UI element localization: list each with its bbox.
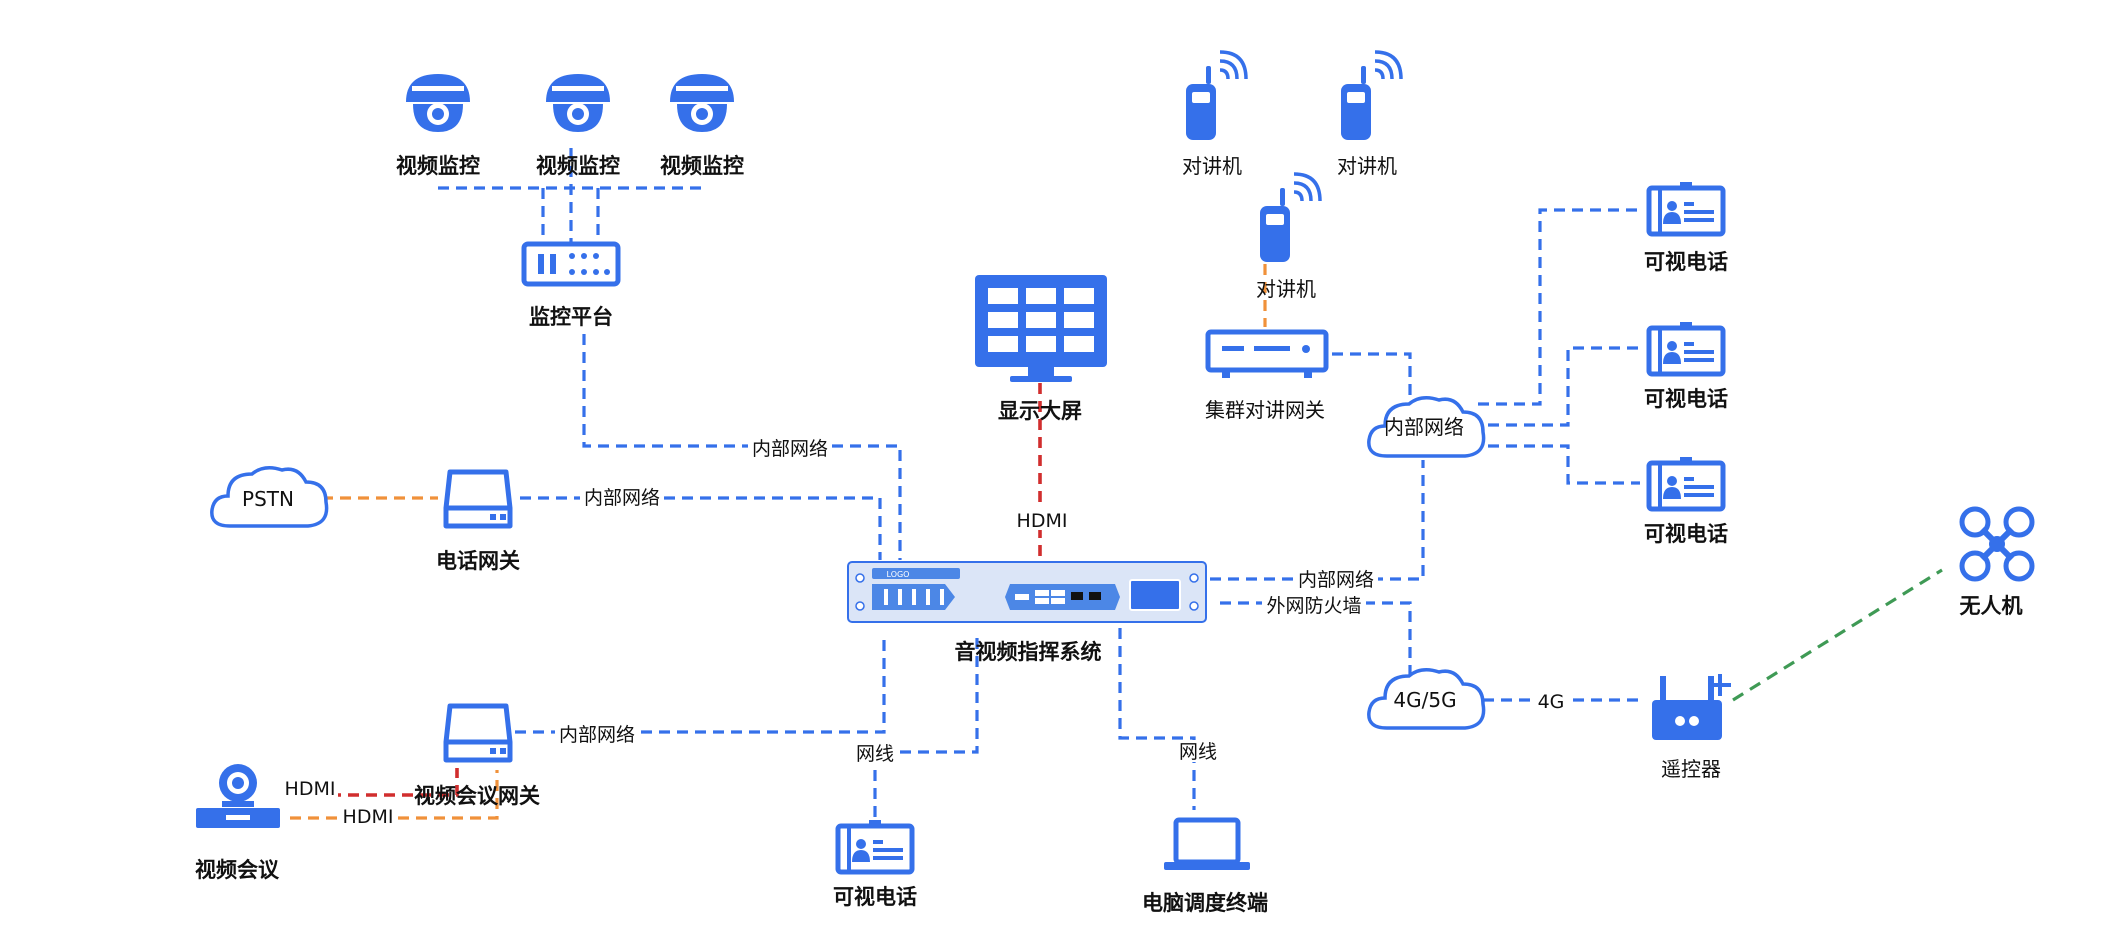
cloud-to-vphone2-line bbox=[1488, 346, 1640, 427]
cloud-to-vphone1-line bbox=[1478, 208, 1640, 406]
node-label-vphone2: 可视电话 bbox=[1644, 387, 1728, 411]
edge-label-vc-core: 内部网络 bbox=[559, 724, 635, 746]
node-label-radio3: 对讲机 bbox=[1256, 277, 1316, 301]
node-label-vphone3: 可视电话 bbox=[1644, 522, 1728, 546]
edge-label-vphone-line: 网线 bbox=[856, 743, 894, 765]
edge-label-platform-core: 内部网络 bbox=[752, 438, 828, 460]
node-label-4g5g: 4G/5G bbox=[1393, 688, 1456, 712]
video-phone-icon bbox=[1649, 322, 1723, 374]
walkie-talkie-icon bbox=[1258, 172, 1322, 264]
node-labels: 视频监控 视频监控 视频监控 监控平台 对讲机 对讲机 对讲机 集群对讲网关 显… bbox=[195, 154, 2023, 915]
walkie-talkie-icon bbox=[1339, 50, 1403, 142]
node-label-radio2: 对讲机 bbox=[1337, 154, 1397, 178]
edge-label-core-internal: 内部网络 bbox=[1298, 569, 1374, 591]
camera-icon bbox=[546, 74, 610, 132]
remote-to-drone-line bbox=[1732, 568, 1943, 702]
node-label-vc: 视频会议 bbox=[195, 858, 280, 882]
node-label-drone: 无人机 bbox=[1960, 594, 2023, 618]
node-label-display: 显示大屏 bbox=[998, 399, 1082, 423]
remote-controller-icon bbox=[1652, 674, 1731, 740]
device-logo-text: LOGO bbox=[887, 570, 910, 579]
video-phone-icon bbox=[1649, 457, 1723, 509]
drone-icon bbox=[1959, 506, 2035, 582]
node-label-pstn: PSTN bbox=[242, 487, 294, 511]
platform-to-core-line bbox=[582, 334, 902, 560]
vc-gateway-icon bbox=[446, 706, 510, 760]
node-label-remote: 遥控器 bbox=[1661, 757, 1721, 781]
node-label-vphone1: 可视电话 bbox=[1644, 250, 1728, 274]
edge-label-pc-line: 网线 bbox=[1179, 741, 1217, 763]
node-label-cam1: 视频监控 bbox=[396, 154, 480, 178]
switch-icon bbox=[521, 241, 621, 287]
vc-hdmi-red-line bbox=[330, 768, 459, 797]
core-to-vphone-line bbox=[873, 638, 979, 822]
edge-labels: 内部网络 内部网络 HDMI 内部网络 外网防火墙 内部网络 网线 网线 4G … bbox=[282, 436, 1568, 828]
core-to-cloud-line bbox=[1210, 460, 1425, 581]
display-wall-icon bbox=[975, 275, 1107, 382]
node-label-radio-gateway: 集群对讲网关 bbox=[1205, 398, 1325, 422]
node-label-vphone-bottom: 可视电话 bbox=[833, 885, 917, 909]
edge-label-vc-hdmi-1: HDMI bbox=[285, 778, 336, 800]
node-label-pc: 电脑调度终端 bbox=[1142, 891, 1268, 915]
command-system-device bbox=[847, 561, 1207, 623]
vc-hdmi-orange-line bbox=[290, 770, 499, 820]
radio-gateway-to-cloud-line bbox=[1332, 352, 1412, 400]
radio-gateway-icon bbox=[1205, 329, 1329, 378]
edge-label-vc-hdmi-2: HDMI bbox=[343, 806, 394, 828]
video-phone-icon bbox=[1649, 182, 1723, 234]
node-label-core: 音视频指挥系统 bbox=[955, 640, 1102, 664]
edge-label-display-core: HDMI bbox=[1017, 510, 1068, 532]
node-label-radio1: 对讲机 bbox=[1182, 154, 1242, 178]
node-label-cam3: 视频监控 bbox=[660, 154, 744, 178]
walkie-talkie-icon bbox=[1184, 50, 1248, 142]
node-label-cam2: 视频监控 bbox=[536, 154, 620, 178]
node-label-internal-cloud: 内部网络 bbox=[1384, 415, 1464, 439]
core-to-pc-line bbox=[1118, 628, 1196, 810]
conference-camera-icon bbox=[196, 764, 280, 828]
camera-icon bbox=[406, 74, 470, 132]
phone-gateway-to-core-line bbox=[520, 496, 882, 560]
node-label-phone-gateway: 电话网关 bbox=[436, 549, 520, 573]
phone-gateway-icon bbox=[446, 472, 510, 526]
edge-label-phone-core: 内部网络 bbox=[584, 487, 660, 509]
camera-icon bbox=[670, 74, 734, 132]
node-label-vc-gateway: 视频会议网关 bbox=[414, 784, 540, 808]
edge-label-4g: 4G bbox=[1538, 691, 1565, 713]
node-label-monitor-platform: 监控平台 bbox=[529, 305, 613, 329]
vc-gateway-to-core-line bbox=[515, 638, 886, 734]
video-phone-icon bbox=[838, 820, 912, 872]
laptop-icon bbox=[1164, 817, 1250, 870]
edge-label-core-firewall: 外网防火墙 bbox=[1266, 595, 1361, 617]
cloud-to-vphone3-line bbox=[1488, 444, 1640, 485]
